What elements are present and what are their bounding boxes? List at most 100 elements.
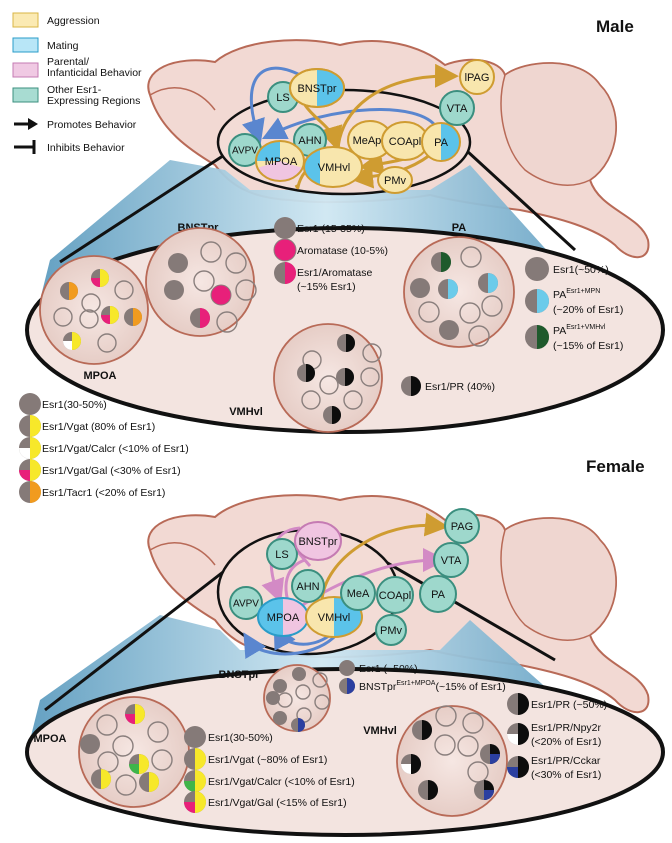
legend-glyph-aromatase (273, 238, 297, 262)
female-cone-edge-left (44, 553, 246, 712)
cell-empty (235, 279, 257, 301)
cell-empty (457, 735, 479, 757)
legend-text: Esr1(30-50%) (208, 732, 273, 744)
node-pmv[interactable]: PMv (377, 166, 413, 194)
legend-text: Esr1/Vgat/Gal (<30% of Esr1) (42, 465, 181, 477)
legend-text: Esr1/Vgat (~80% of Esr1) (208, 754, 327, 766)
node-meapd[interactable]: MeApd (347, 120, 393, 160)
svg-text:MeA: MeA (347, 588, 370, 600)
cell-empty (216, 311, 238, 333)
legend-glyph-esr1-pr (401, 376, 421, 396)
cell-empty (112, 735, 134, 757)
cell-empty (468, 325, 490, 347)
cell-empty (460, 246, 482, 268)
legend-label-other-1: Other Esr1- (47, 84, 102, 96)
node-pa[interactable]: PA (419, 575, 457, 613)
cell-esr1 (410, 278, 430, 298)
arrow-bnstpr-to-vmhvl (303, 104, 343, 151)
male-nodes: LS BNSTpr AHN AVPV MPOA VMHvl MeApd COAp… (228, 59, 495, 194)
cell-esr1 (292, 667, 306, 681)
inhibit-bar (296, 551, 312, 567)
arrow-vmhvl-to-avpv (243, 629, 342, 660)
svg-text:VTA: VTA (441, 555, 462, 567)
legend-glyph-esr1-pr-npy2r (507, 723, 529, 745)
male-mpoa-legend: Esr1(30-50%) Esr1/Vgat (80% of Esr1) Esr… (42, 399, 189, 499)
cell-half-vgat_yellow (91, 769, 111, 789)
legend-text: Esr1(~50%) (553, 264, 609, 276)
node-vmhvl[interactable]: VMHvl (303, 146, 363, 188)
node-pag[interactable]: PAG (444, 508, 480, 544)
svg-text:VTA: VTA (447, 103, 468, 115)
legend-glyph-bnstpr-esr1-mpoa (339, 678, 355, 694)
cell-vgatGal (125, 704, 145, 724)
legend-swatch-other (12, 87, 39, 103)
male-cell-panels (19, 217, 549, 503)
cell-empty (200, 241, 222, 263)
node-lpag[interactable]: lPAG (459, 59, 495, 95)
legend-text: Esr1 (~50%) (359, 663, 418, 675)
cell-vgatCalcr-calcr_green (129, 754, 149, 774)
node-bnstpr[interactable]: BNSTpr (294, 521, 342, 561)
cell-vgatCalcr (63, 332, 81, 350)
node-ls[interactable]: LS (266, 538, 298, 570)
svg-text:AVPV: AVPV (232, 146, 258, 157)
cell-empty (79, 309, 99, 329)
legend-text: Esr1 (15-35%) (297, 223, 365, 235)
node-vta[interactable]: VTA (439, 90, 475, 126)
node-bnstpr[interactable]: BNSTpr (289, 68, 345, 108)
legend-text: Esr1/Aromatase (297, 267, 372, 279)
cell-vgatGal (91, 269, 109, 287)
node-mea[interactable]: MeA (340, 575, 376, 611)
legend-label-promotes: Promotes Behavior (47, 119, 137, 131)
legend-glyph-esr1-vgat (184, 748, 206, 770)
cell-empty (362, 343, 382, 363)
legend-text: Esr1/Vgat (80% of Esr1) (42, 421, 155, 433)
legend-text: Esr1/PR/Cckar (531, 755, 601, 767)
svg-text:lPAG: lPAG (465, 72, 490, 84)
cell-empty (418, 301, 440, 323)
female-title: Female (586, 457, 645, 476)
svg-text:MeApd: MeApd (353, 135, 388, 147)
svg-text:AVPV: AVPV (233, 599, 259, 610)
arrow-bnstpr-to-mpoa (241, 66, 301, 144)
node-ahn[interactable]: AHN (291, 569, 325, 603)
cell-empty (97, 333, 117, 353)
node-mpoa[interactable]: MPOA (255, 140, 305, 183)
cell-empty (462, 712, 484, 734)
male-pa-header: PA (452, 222, 467, 234)
node-pa[interactable]: PA (421, 122, 461, 162)
legend-swatch-mating (12, 37, 39, 53)
cell-empty (53, 307, 73, 327)
node-pmv[interactable]: PMv (375, 614, 407, 646)
cell-esr1 (273, 679, 287, 693)
node-mpoa[interactable]: MPOA (257, 597, 309, 637)
legend-text: Esr1/Vgat/Calcr (<10% of Esr1) (42, 443, 189, 455)
cell-half-vgat_yellow (139, 772, 159, 792)
legend-glyph-esr1-vgat-gal (184, 791, 206, 813)
cell-esr1 (80, 734, 100, 754)
cell-prCck (480, 744, 500, 764)
male-mpoa-header: MPOA (84, 370, 117, 382)
cell-half-pr_black (337, 334, 355, 352)
node-avpv[interactable]: AVPV (229, 586, 263, 620)
cell-half-pr_black (418, 780, 438, 800)
legend-glyph-esr1 (19, 393, 41, 415)
cell-empty (81, 293, 101, 313)
node-coapl[interactable]: COApl (381, 121, 429, 161)
male-cone-edge-right (453, 138, 577, 252)
cell-half-cckar_blue (291, 718, 305, 732)
node-coapl[interactable]: COApl (376, 576, 414, 614)
svg-text:AHN: AHN (298, 135, 321, 147)
node-vta[interactable]: VTA (433, 542, 469, 578)
legend-glyph-pa-esr1-mpn (525, 289, 549, 313)
promotes-arrow-icon (14, 118, 38, 130)
cell-esr1 (439, 320, 459, 340)
legend-glyph-esr1-vgat (19, 415, 41, 437)
legend-text: PAEsr1+MPN (553, 288, 600, 301)
cell-aro (210, 284, 232, 306)
legend-label-parental-2: Infanticidal Behavior (47, 67, 142, 79)
legend-text: Esr1/Vgat/Gal (<15% of Esr1) (208, 797, 347, 809)
female-nodes: LS BNSTpr AHN AVPV MPOA VMHvl MeA COApl … (229, 508, 480, 646)
cell-empty (193, 270, 215, 292)
